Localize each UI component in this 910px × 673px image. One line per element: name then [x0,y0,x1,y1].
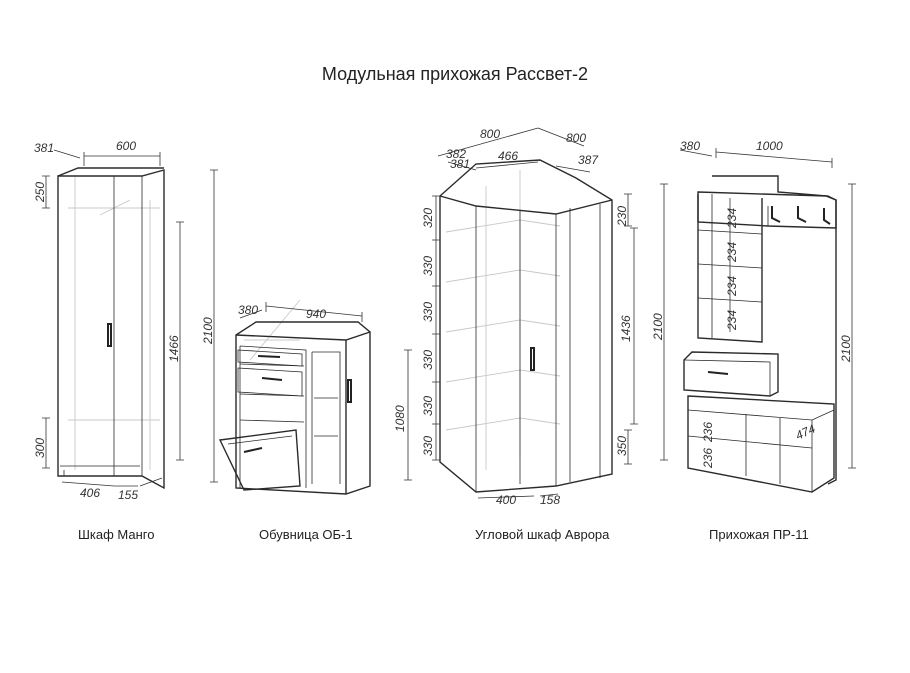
avrora-dim-depth-right: 387 [578,153,599,167]
caption-mango: Шкаф Манго [78,527,155,542]
mango-dim-bottom: 300 [33,438,47,458]
mango-dim-width: 600 [116,139,136,153]
caption-avrora: Угловой шкаф Аврора [475,527,610,542]
corner-wardrobe-avrora-drawing: 800 800 382 381 466 387 320 330 330 330 … [421,127,668,507]
ob1-dim-width: 940 [306,307,326,321]
avrora-dim-bottom-right: 350 [615,436,629,456]
avrora-dim-depth-left-2: 381 [450,157,470,171]
pr11-dim-shelf-4: 234 [725,310,739,331]
avrora-dim-top-right: 230 [615,206,629,227]
caption-pr11: Прихожая ПР-11 [709,527,809,542]
avrora-dim-width-left: 800 [480,127,500,141]
mango-dim-depth: 381 [34,141,54,155]
shoe-cabinet-ob1-drawing: 380 940 1080 [218,299,412,495]
wardrobe-mango-drawing: 381 600 250 1466 2100 300 406 155 [33,139,218,502]
mango-dim-right-width: 155 [118,488,138,502]
pr11-dim-low-3: 474 [793,421,817,442]
avrora-dim-shelf-5: 330 [421,396,435,416]
pr11-dim-shelf-3: 234 [725,276,739,297]
avrora-dim-shelf-6: 330 [421,436,435,456]
pr11-dim-low-1: 236 [701,422,715,443]
pr11-dim-width: 1000 [756,139,783,153]
avrora-dim-shelf-3: 330 [421,302,435,322]
avrora-dim-base-left: 400 [496,493,516,507]
mango-dim-top: 250 [33,182,47,203]
pr11-dim-shelf-2: 234 [725,242,739,263]
pr11-dim-depth: 380 [680,139,700,153]
avrora-dim-front: 466 [498,149,518,163]
avrora-dim-shelf-4: 330 [421,350,435,370]
ob1-dim-depth: 380 [238,303,258,317]
caption-ob1: Обувница ОБ-1 [259,527,353,542]
mango-dim-left-width: 406 [80,486,100,500]
page-title: Модульная прихожая Рассвет-2 [321,64,589,84]
avrora-dim-width-right: 800 [566,131,586,145]
pr11-dim-low-2: 236 [701,448,715,469]
avrora-dim-inner-height: 1436 [619,315,633,342]
pr11-dim-total-height: 2100 [839,335,853,363]
avrora-dim-base-right: 158 [540,493,560,507]
avrora-dim-shelf-2: 330 [421,256,435,276]
avrora-dim-shelf-1: 320 [421,208,435,228]
hallway-pr11-drawing: 380 1000 234 234 234 234 2100 236 236 47… [679,139,856,493]
mango-dim-inner-height: 1466 [167,335,181,362]
avrora-dim-total-height: 2100 [651,313,665,341]
mango-dim-total-height: 2100 [201,317,215,345]
ob1-dim-height: 1080 [393,405,407,432]
avrora-dim-depth-left: 382 [446,147,466,161]
pr11-dim-shelf-1: 234 [725,208,739,229]
